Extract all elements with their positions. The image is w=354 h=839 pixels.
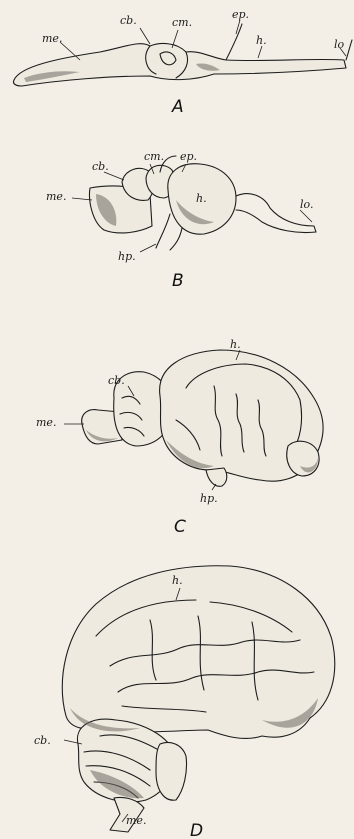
label-b-h: h. (196, 192, 207, 205)
label-b-ep: ep. (180, 150, 197, 163)
label-c-me: me. (36, 416, 56, 429)
label-a-cb: cb. (120, 14, 137, 27)
label-a-h: h. (256, 34, 267, 47)
label-a-cm: cm. (172, 16, 192, 29)
label-b-hp: hp. (118, 250, 136, 263)
caption-d: D (190, 821, 203, 839)
label-b-me: me. (46, 190, 66, 203)
label-c-cb: cb. (108, 374, 125, 387)
label-c-h: h. (230, 338, 241, 351)
label-b-cb: cb. (92, 160, 109, 173)
figure-a-drawing (13, 20, 352, 86)
label-b-lo: lo. (300, 198, 313, 211)
label-a-me: me. (42, 32, 62, 45)
figure-c-drawing (64, 350, 323, 490)
label-d-cb: cb. (34, 734, 51, 747)
label-a-lo: lo (334, 38, 345, 51)
label-a-ep: ep. (232, 8, 249, 21)
caption-c: C (174, 517, 186, 537)
caption-b: B (172, 271, 184, 291)
label-d-me: me. (126, 814, 146, 827)
caption-a: A (171, 97, 184, 117)
figure-d-drawing (62, 566, 335, 832)
label-b-cm: cm. (144, 150, 164, 163)
label-c-hp: hp. (200, 492, 218, 505)
label-d-h: h. (172, 574, 183, 587)
